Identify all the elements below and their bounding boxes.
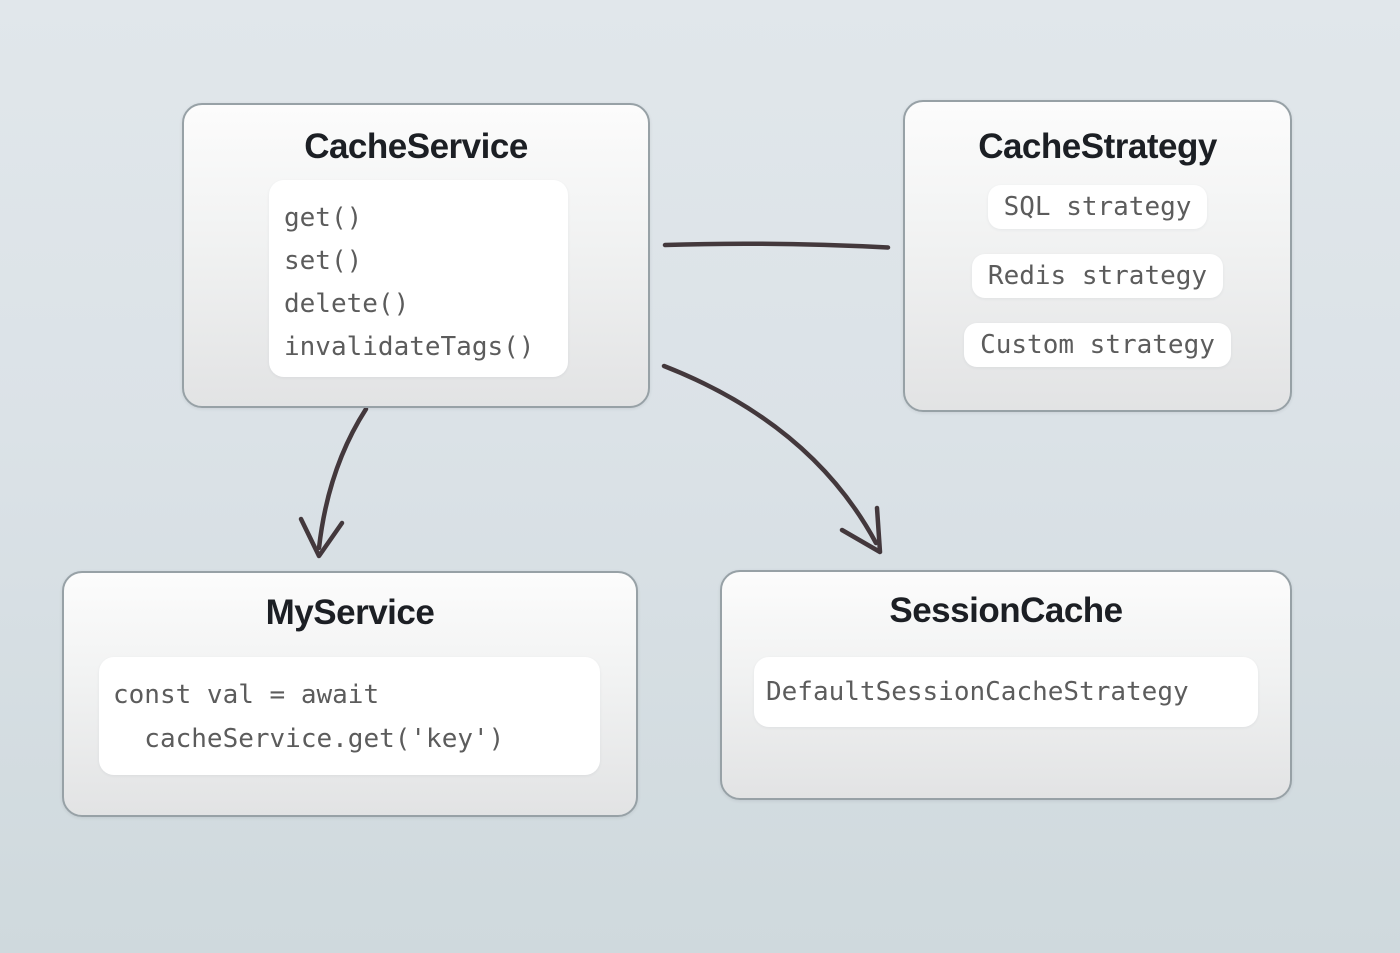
method-get: get() bbox=[284, 203, 363, 233]
default-session-cache-strategy-label: DefaultSessionCacheStrategy bbox=[766, 677, 1189, 707]
method-delete: delete() bbox=[284, 289, 410, 319]
code-line-1: const val = await bbox=[113, 680, 380, 710]
node-my-service-title: MyService bbox=[265, 593, 435, 632]
node-session-cache: SessionCache DefaultSessionCacheStrategy bbox=[720, 570, 1292, 800]
session-cache-strategy-panel: DefaultSessionCacheStrategy bbox=[754, 657, 1258, 727]
method-set: set() bbox=[284, 246, 363, 276]
edge-cacheservice-myservice bbox=[316, 406, 369, 551]
cache-service-methods-panel: get() set() delete() invalidateTags() bbox=[269, 180, 568, 377]
edge-cacheservice-cachestrategy bbox=[662, 241, 891, 250]
method-invalidatetags: invalidateTags() bbox=[284, 332, 535, 362]
node-cache-service: CacheService get() set() delete() invali… bbox=[182, 103, 650, 408]
pill-redis-strategy: Redis strategy bbox=[971, 254, 1224, 298]
strategy-pill-stack: SQL strategy Redis strategy Custom strat… bbox=[905, 185, 1290, 367]
pill-custom-strategy: Custom strategy bbox=[964, 323, 1231, 367]
my-service-code-panel: const val = await cacheService.get('key'… bbox=[99, 657, 600, 775]
pill-sql-strategy: SQL strategy bbox=[987, 185, 1208, 229]
node-cache-strategy: CacheStrategy SQL strategy Redis strateg… bbox=[903, 100, 1292, 412]
node-my-service: MyService const val = await cacheService… bbox=[62, 571, 638, 817]
node-cache-strategy-title: CacheStrategy bbox=[978, 127, 1217, 166]
edge-cacheservice-sessioncache bbox=[661, 363, 879, 546]
code-line-2: cacheService.get('key') bbox=[144, 724, 505, 754]
arrowhead-myservice bbox=[298, 516, 345, 559]
arrowhead-sessioncache bbox=[839, 505, 883, 555]
node-cache-service-title: CacheService bbox=[304, 127, 528, 166]
node-session-cache-title: SessionCache bbox=[889, 591, 1123, 630]
